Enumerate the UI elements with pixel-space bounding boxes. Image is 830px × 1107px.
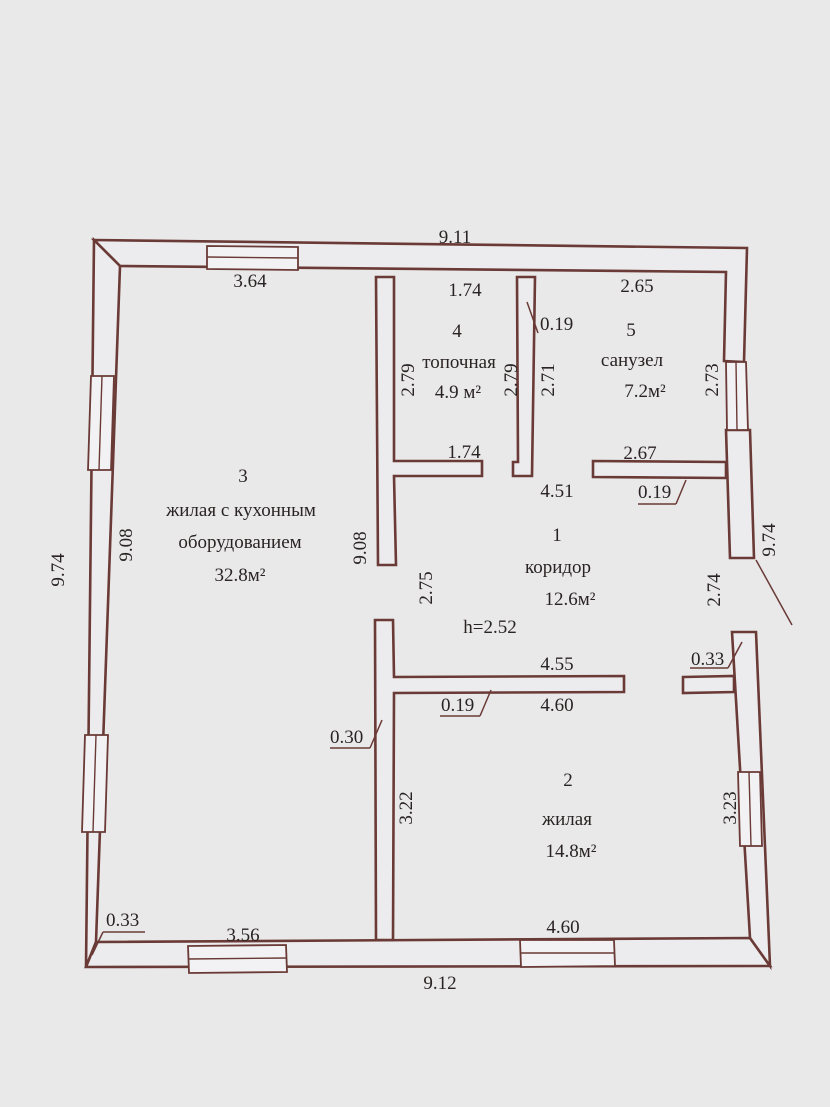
room-5-area: 7.2м²	[624, 381, 666, 402]
room-5-name: санузел	[601, 350, 664, 371]
dim-partition-019-a: 0.19	[540, 314, 573, 335]
dim-wall-033-right: 0.33	[691, 649, 724, 670]
partition-right-stub	[681, 674, 736, 695]
room-1-number: 1	[552, 525, 562, 546]
room-2-label: 2 жилая 14.8м²	[541, 770, 597, 862]
interior-partitions	[373, 275, 736, 942]
room-4-area: 4.9 м²	[435, 382, 482, 403]
room-3-number: 3	[238, 466, 248, 487]
wall-right-upper	[724, 428, 756, 560]
dim-top-window: 3.64	[233, 271, 267, 292]
room-5-number: 5	[626, 320, 636, 341]
room-5-label: 5 санузел 7.2м²	[601, 320, 666, 402]
room-4-name: топочная	[422, 352, 496, 373]
room-3-name-line2: оборудованием	[178, 532, 301, 553]
dim-partition-019-c: 0.19	[441, 695, 474, 716]
dim-bottom-outer: 9.12	[423, 973, 456, 994]
room-1-label: 1 коридор 12.6м²	[525, 525, 596, 610]
dim-wall-030: 0.30	[330, 727, 363, 748]
wall-left	[84, 236, 122, 968]
dim-room4-height-left: 2.79	[398, 363, 419, 396]
dim-room4-height-right: 2.79	[501, 363, 522, 396]
room-3-label: 3 жилая с кухонным оборудованием 32.8м²	[165, 466, 316, 586]
dim-room2-height-left: 3.22	[396, 791, 417, 824]
dim-partition-019-b: 0.19	[638, 482, 671, 503]
room-4-label: 4 топочная 4.9 м²	[422, 321, 496, 403]
dim-room4-width-bottom: 1.74	[447, 442, 481, 463]
windows	[81, 245, 763, 974]
dim-wall-033-left: 0.33	[106, 910, 139, 931]
dimension-labels: 9.11 3.64 1.74 2.65 0.19 2.79 2.79 2.71 …	[48, 227, 780, 994]
dim-top-outer: 9.11	[439, 227, 472, 248]
room-labels: 4 топочная 4.9 м² 5 санузел 7.2м² 3 жила…	[165, 320, 666, 862]
wall-top	[90, 238, 749, 364]
dim-ceiling-height: h=2.52	[463, 617, 516, 638]
room-3-name-line1: жилая с кухонным	[165, 500, 316, 521]
dim-corridor-height-right: 2.74	[704, 573, 725, 607]
partition-room3-room2	[373, 618, 626, 942]
dim-room5-height-left: 2.71	[538, 363, 559, 396]
room-4-number: 4	[452, 321, 462, 342]
dim-wall3-height: 9.08	[350, 531, 371, 564]
dim-bottom-window: 3.56	[226, 925, 259, 946]
room-2-area: 14.8м²	[546, 841, 597, 862]
dim-left-outer: 9.74	[48, 553, 69, 587]
dim-room5-width: 2.65	[620, 276, 653, 297]
dim-room2-width-top: 4.55	[540, 654, 573, 675]
dim-room4-width-top: 1.74	[448, 280, 482, 301]
dim-room2-height-right: 3.23	[720, 791, 741, 824]
partition-room4-room5	[511, 275, 537, 478]
dim-room2-width-mid: 4.60	[540, 695, 573, 716]
room-1-name: коридор	[525, 557, 591, 578]
dim-corridor-width: 4.51	[540, 481, 573, 502]
dim-left-inner: 9.08	[116, 528, 137, 561]
dim-right-outer: 9.74	[759, 523, 780, 557]
room-1-area: 12.6м²	[545, 589, 596, 610]
partition-room5-bottom	[591, 459, 728, 480]
dim-room5-width-bottom: 2.67	[623, 443, 656, 464]
leader-lines	[91, 301, 793, 956]
dim-room5-height-right: 2.73	[702, 363, 723, 396]
partition-room3-room4	[374, 275, 484, 567]
dim-room2-width-bottom: 4.60	[546, 917, 579, 938]
dim-corridor-height-left: 2.75	[416, 571, 437, 604]
room-3-area: 32.8м²	[215, 565, 266, 586]
room-2-name: жилая	[541, 809, 592, 830]
room-2-number: 2	[563, 770, 573, 791]
